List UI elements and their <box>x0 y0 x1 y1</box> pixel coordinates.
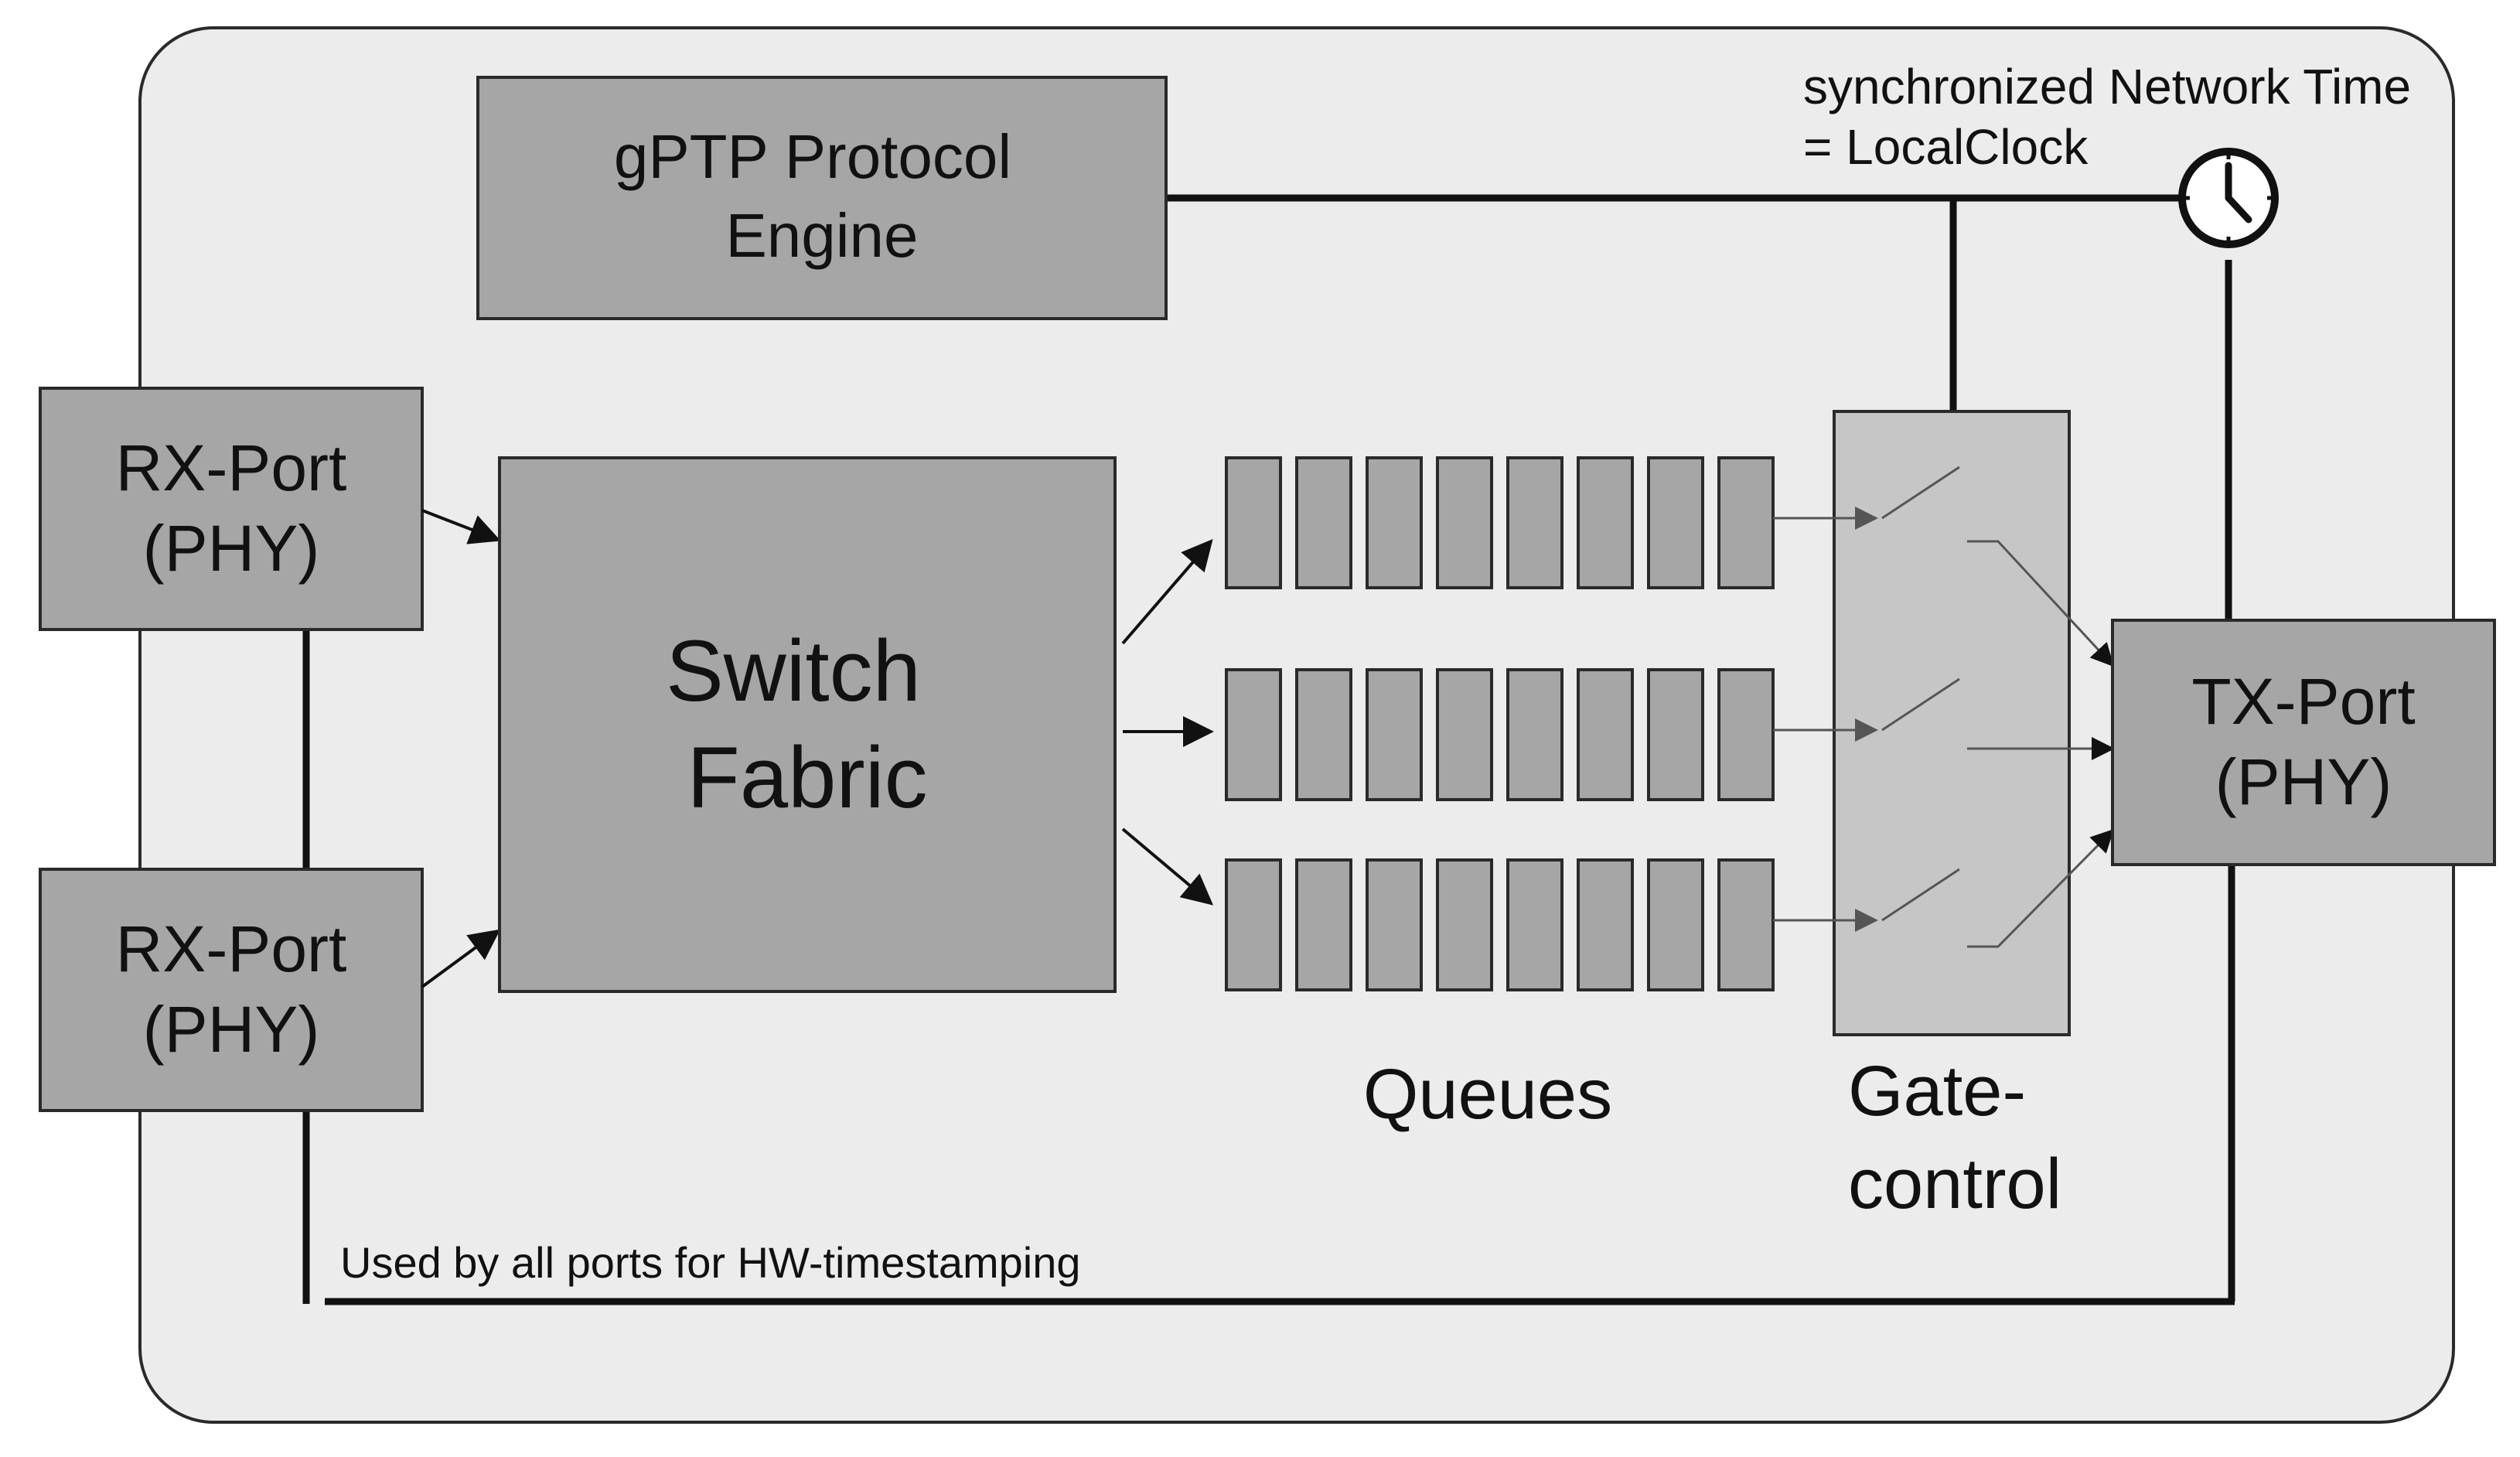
queue-cell <box>1366 858 1423 991</box>
queue-cell <box>1506 858 1563 991</box>
network-time-label-line2: = LocalClock <box>1803 119 2089 175</box>
gate-control <box>1833 410 2071 1036</box>
queue-cell <box>1577 456 1634 589</box>
rx-bottom-to-fabric-arrow <box>421 929 501 988</box>
tx-port-line2: (PHY) <box>2215 746 2392 818</box>
queue-cell <box>1366 456 1423 589</box>
rx-top-to-fabric-arrow <box>421 509 501 544</box>
gate-switch-icon <box>1881 868 1960 922</box>
queue-cell <box>1577 668 1634 801</box>
gptp-protocol-engine: gPTP Protocol Engine <box>476 76 1168 320</box>
queue-cell <box>1717 456 1775 589</box>
queue-cell <box>1295 456 1352 589</box>
queue-cell <box>1647 668 1704 801</box>
tx-port-line1: TX-Port <box>2191 665 2415 738</box>
rx-port-bottom-line1: RX-Port <box>116 913 347 985</box>
queue-cell <box>1436 456 1493 589</box>
clock-icon <box>2178 148 2279 248</box>
gate-control-label-line1: Gate- <box>1848 1052 2026 1131</box>
queue-cell <box>1295 668 1352 801</box>
queue-cell <box>1506 456 1563 589</box>
queue-cell <box>1225 456 1282 589</box>
queue-row <box>1225 858 1775 991</box>
switch-fabric: Switch Fabric <box>498 456 1117 993</box>
fabric-to-queue3-arrow <box>1121 827 1214 906</box>
rx-port-top: RX-Port (PHY) <box>39 387 424 631</box>
queue-cell <box>1506 668 1563 801</box>
rx-port-top-line2: (PHY) <box>143 512 320 585</box>
queues-group <box>1225 456 1775 991</box>
rx-port-bottom-line2: (PHY) <box>143 993 320 1066</box>
gptp-label-line1: gPTP Protocol <box>614 122 1011 191</box>
tx-port: TX-Port (PHY) <box>2111 619 2496 866</box>
queue-cell <box>1717 668 1775 801</box>
queues-label: Queues <box>1363 1055 1612 1134</box>
gate-switch-icon <box>1881 466 1960 520</box>
queue-row <box>1225 668 1775 801</box>
switch-fabric-line2: Fabric <box>687 729 927 826</box>
switch-fabric-line1: Switch <box>666 623 921 719</box>
queue-cell <box>1647 858 1704 991</box>
gate-switches-group <box>1773 466 2115 948</box>
queue-cell <box>1225 668 1282 801</box>
queue-cell <box>1717 858 1775 991</box>
queue-cell <box>1366 668 1423 801</box>
fabric-to-queue1-arrow <box>1121 538 1213 645</box>
network-time-label-line1: synchronized Network Time <box>1803 59 2411 114</box>
gptp-label-line2: Engine <box>725 201 918 270</box>
queue-cell <box>1577 858 1634 991</box>
gate-switch-icon <box>1881 677 1960 732</box>
queue-cell <box>1436 858 1493 991</box>
queue-cell <box>1647 456 1704 589</box>
gate-to-tx-arrow <box>1967 828 2115 948</box>
rx-port-top-line1: RX-Port <box>116 432 347 504</box>
queue-cell <box>1436 668 1493 801</box>
gate-control-label-line2: control <box>1848 1145 2061 1223</box>
queue-row <box>1225 456 1775 589</box>
gate-to-tx-arrow <box>1967 540 2115 667</box>
timestamping-label: Used by all ports for HW-timestamping <box>340 1238 1081 1287</box>
queue-cell <box>1225 858 1282 991</box>
queue-cell <box>1295 858 1352 991</box>
rx-port-bottom: RX-Port (PHY) <box>39 868 424 1112</box>
